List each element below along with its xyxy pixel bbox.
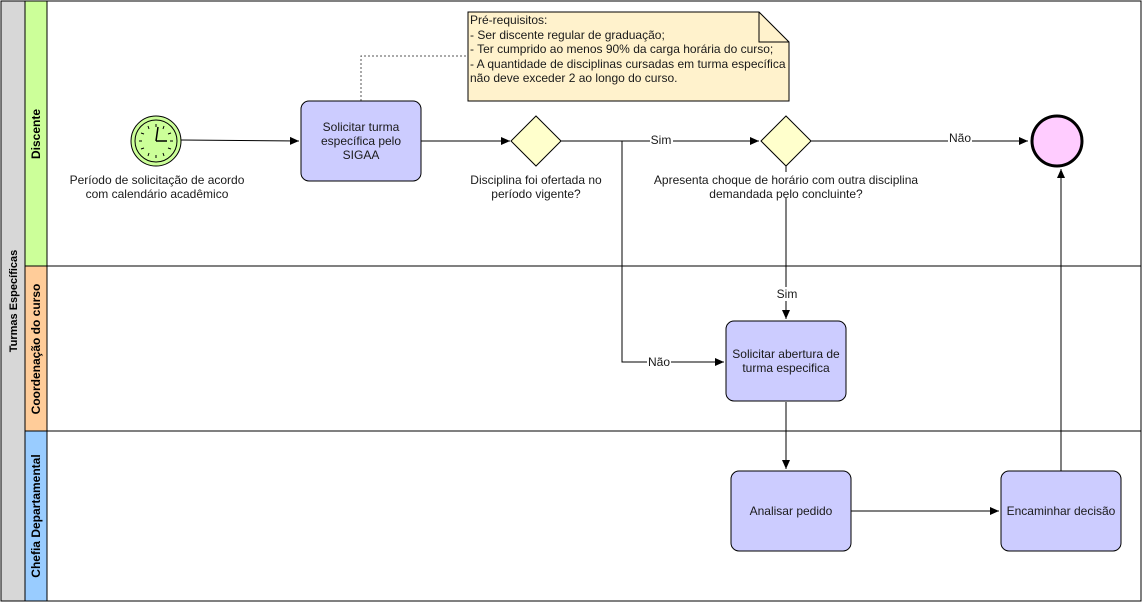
clock-icon: [139, 124, 173, 158]
edge-label-choque-sim: Sim: [775, 287, 798, 301]
gateway-shape: [760, 115, 812, 167]
lane-chefia-title: Chefia Departamental: [29, 454, 43, 577]
end-event-circle: [1030, 114, 1084, 168]
edge-ofertada-nao[interactable]: [561, 140, 724, 366]
lane-coordenacao[interactable]: Coordenação do curso: [24, 265, 1142, 432]
lane-coordenacao-title: Coordenação do curso: [29, 284, 43, 415]
start-event-label: Período de solicitação de acordo: [70, 173, 245, 187]
task-shape: [730, 470, 852, 552]
start-event-timer[interactable]: Período de solicitação de acordo com cal…: [70, 115, 245, 201]
note-line: - A quantidade de disciplinas cursadas e…: [470, 57, 786, 71]
task-label: Analisar pedido: [750, 504, 833, 518]
note-fold: [758, 12, 789, 43]
prerequisites-note[interactable]: Pré-requisitos: - Ser discente regular d…: [467, 11, 790, 102]
note-shape: [467, 11, 790, 102]
lane-chefia-header[interactable]: [24, 430, 48, 602]
lane-chefia-body: [24, 430, 1142, 602]
task-label: Solicitar abertura de: [732, 347, 840, 361]
edge-label-ofertada-nao: Não: [647, 355, 671, 369]
task-solicitar-turma[interactable]: Solicitar turma específica pelo SIGAA: [300, 100, 422, 182]
task-encaminhar-decisao[interactable]: Encaminhar decisão: [1000, 470, 1122, 552]
gateway-label: Apresenta choque de horário com outra di…: [654, 173, 918, 187]
edge-label-text: Não: [949, 131, 971, 145]
gateway-label-bg: [776, 172, 798, 198]
task-label: turma especifica: [742, 361, 830, 375]
task-analisar-pedido[interactable]: Analisar pedido: [730, 470, 852, 552]
task-label: específica pelo: [321, 134, 401, 148]
edge-label-bg: [650, 133, 673, 147]
task-label: Encaminhar decisão: [1007, 504, 1116, 518]
task-solicitar-abertura[interactable]: Solicitar abertura de turma especifica: [725, 320, 847, 402]
gateway-label: demandada pelo concluinte?: [709, 187, 863, 201]
note-line: - Ser discente regular de graduação;: [470, 28, 665, 42]
lane-chefia[interactable]: Chefia Departamental: [24, 430, 1142, 602]
note-line: - Ter cumprido ao menos 90% da carga hor…: [470, 42, 773, 56]
edge-label-ofertada-sim: Sim: [650, 133, 673, 147]
pool-header[interactable]: [0, 0, 26, 602]
start-event-label: com calendário acadêmico: [86, 187, 229, 201]
edge-label-bg: [647, 355, 671, 369]
edge-start-to-solicitar[interactable]: [180, 136, 300, 145]
gateway-label: período vigente?: [491, 187, 581, 201]
gateway-label: Disciplina foi ofertada no: [470, 173, 602, 187]
lane-discente-title: Discente: [29, 109, 43, 159]
task-label: Solicitar turma: [323, 120, 400, 134]
note-line: não deve exceder 2 ao longo do curso.: [470, 71, 677, 85]
edge-label-bg: [948, 131, 972, 145]
task-shape: [725, 320, 847, 402]
task-label: SIGAA: [343, 148, 380, 162]
pool-title: Turmas Específicas: [8, 250, 20, 353]
task-shape: [300, 100, 422, 182]
end-event[interactable]: [1030, 114, 1084, 168]
gateway-shape: [510, 115, 562, 167]
gateway-choque[interactable]: Apresenta choque de horário com outra di…: [654, 115, 918, 201]
gateway-ofertada[interactable]: Disciplina foi ofertada no período vigen…: [470, 115, 602, 201]
note-association: [360, 55, 468, 101]
edge-label-text: Sim: [651, 133, 672, 147]
edge-label-choque-nao: Não: [948, 131, 972, 145]
note-line: Pré-requisitos:: [470, 13, 547, 27]
edge-label-text: Não: [648, 355, 670, 369]
lane-coordenacao-body: [24, 265, 1142, 432]
edge-label-text: Sim: [777, 287, 798, 301]
task-shape: [1000, 470, 1122, 552]
edge-label-bg: [775, 287, 798, 301]
